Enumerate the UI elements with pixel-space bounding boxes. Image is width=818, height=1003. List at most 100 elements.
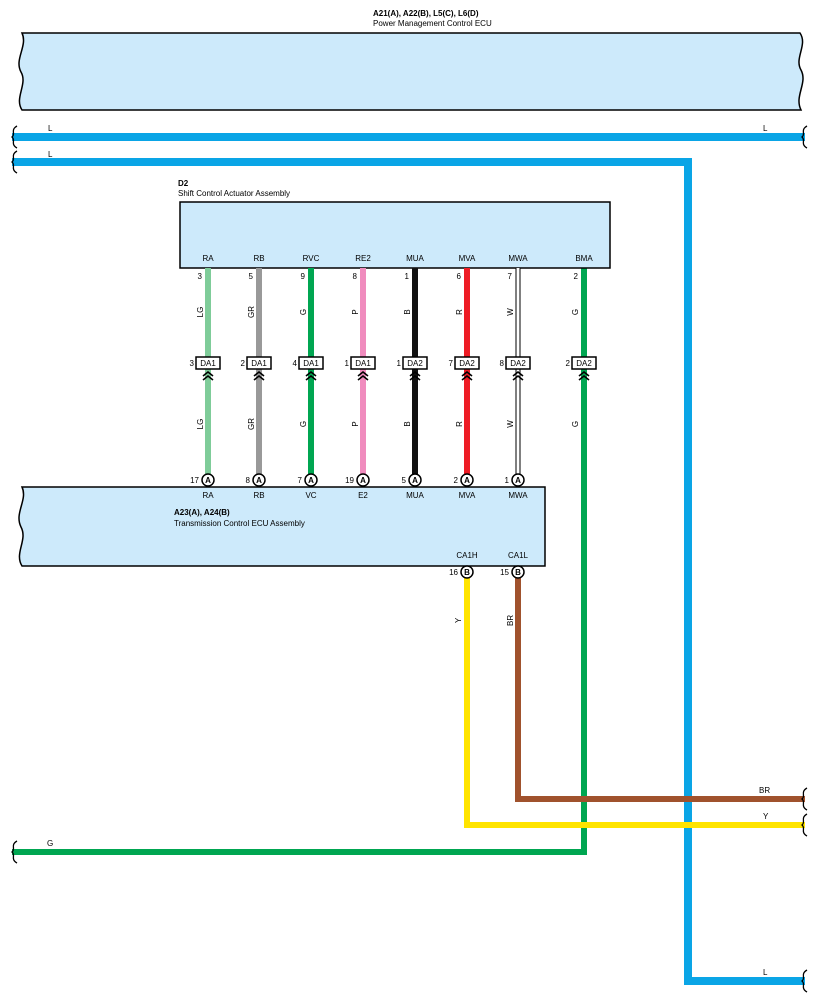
svg-text:DA1: DA1 <box>200 359 216 368</box>
actuator-terminal-re2: RE2 <box>355 254 371 263</box>
svg-text:A: A <box>205 476 211 485</box>
svg-text:DA1: DA1 <box>303 359 319 368</box>
color-code-upper: P <box>351 309 360 314</box>
actuator-code: D2 <box>178 179 189 188</box>
tcu-terminal-mwa: MWA <box>508 491 528 500</box>
tcu-terminal-e2: E2 <box>358 491 368 500</box>
l-bus-wires: L L L L <box>10 124 808 993</box>
actuator-name: Shift Control Actuator Assembly <box>178 189 290 198</box>
l-label-top-left: L <box>48 124 53 133</box>
junction-pin: 2 <box>566 359 571 368</box>
svg-text:DA2: DA2 <box>459 359 475 368</box>
tcu-pin-number: 8 <box>246 476 251 485</box>
svg-text:DA2: DA2 <box>576 359 592 368</box>
tcu-terminal-vc: VC <box>305 491 316 500</box>
junction-pin: 1 <box>345 359 350 368</box>
color-code-upper: B <box>403 309 412 314</box>
can-pin-circle: B <box>460 565 474 579</box>
svg-text:DA2: DA2 <box>510 359 526 368</box>
tcu-pin-circle: A <box>408 473 422 487</box>
shift-control-actuator: D2 Shift Control Actuator Assembly <box>178 179 611 269</box>
color-code-upper: R <box>455 309 464 315</box>
color-code-upper: GR <box>247 306 256 318</box>
junction-connector-da1: DA1 <box>350 356 376 381</box>
g-label-left: G <box>47 839 53 848</box>
color-code-upper: W <box>506 308 515 316</box>
junction-connector-da2: DA2 <box>402 356 428 381</box>
tcu-terminal-ra: RA <box>202 491 214 500</box>
actuator-terminal-mua: MUA <box>406 254 424 263</box>
svg-text:B: B <box>515 568 521 577</box>
tcu-pin-circle: A <box>356 473 370 487</box>
color-code-lower: P <box>351 421 360 426</box>
l-label-top-right: L <box>763 124 768 133</box>
junction-connector-da1: DA1 <box>246 356 272 381</box>
svg-text:DA2: DA2 <box>407 359 423 368</box>
can-l-color-code: BR <box>506 615 515 626</box>
can-signal-name: CA1H <box>456 551 478 560</box>
actuator-terminal-rvc: RVC <box>303 254 320 263</box>
br-label-right: BR <box>759 786 770 795</box>
junction-pin: 2 <box>241 359 246 368</box>
power-management-ecu: A21(A), A22(B), L5(C), L6(D) Power Manag… <box>18 9 804 111</box>
color-code-lower: B <box>403 421 412 426</box>
actuator-terminal-mva: MVA <box>459 254 476 263</box>
color-code-lower: GR <box>247 418 256 430</box>
tcu-pin-circle: A <box>460 473 474 487</box>
l-label-branch-left: L <box>48 150 53 159</box>
can-signal-name: CA1L <box>508 551 529 560</box>
svg-text:DA1: DA1 <box>251 359 267 368</box>
svg-text:B: B <box>464 568 470 577</box>
svg-text:A: A <box>412 476 418 485</box>
actuator-pin-rvc: 9 <box>301 272 306 281</box>
junction-connector-da1: DA1 <box>195 356 221 381</box>
can-pin-circle: B <box>511 565 525 579</box>
actuator-pin-ra: 3 <box>198 272 203 281</box>
tcu-pin-number: 5 <box>402 476 407 485</box>
tcu-terminal-rb: RB <box>253 491 264 500</box>
tcu-pin-number: 7 <box>298 476 303 485</box>
svg-text:DA1: DA1 <box>355 359 371 368</box>
tcu-pin-circle: A <box>304 473 318 487</box>
y-label-right: Y <box>763 812 769 821</box>
color-code-lower: W <box>506 420 515 428</box>
junction-pin: 3 <box>190 359 195 368</box>
color-code-lower: R <box>455 421 464 427</box>
g-bus-wire: G <box>10 268 587 864</box>
color-code-lower: G <box>571 421 580 427</box>
actuator-pin-mua: 1 <box>405 272 410 281</box>
svg-text:A: A <box>360 476 366 485</box>
color-code-upper: G <box>299 309 308 315</box>
signal-wires: RA3LGLGDA13A17RARB5GRGRDA12A8RBRVC9GGDA1… <box>190 254 597 500</box>
junction-pin: 1 <box>397 359 402 368</box>
actuator-terminal-ra: RA <box>202 254 214 263</box>
tcu-pin-number: 17 <box>190 476 199 485</box>
color-code-upper: G <box>571 309 580 315</box>
actuator-pin-re2: 8 <box>353 272 358 281</box>
tcu-terminal-mua: MUA <box>406 491 424 500</box>
actuator-terminal-rb: RB <box>253 254 264 263</box>
svg-text:A: A <box>308 476 314 485</box>
tcu-pin-circle: A <box>252 473 266 487</box>
color-code-lower: G <box>299 421 308 427</box>
pm-ecu-name: Power Management Control ECU <box>373 19 492 28</box>
transmission-control-ecu: A23(A), A24(B) Transmission Control ECU … <box>18 486 546 567</box>
actuator-pin-mwa: 7 <box>508 272 513 281</box>
junction-connector-da2: DA2 <box>571 356 597 381</box>
actuator-pin-rb: 5 <box>249 272 254 281</box>
color-code-upper: LG <box>196 307 205 318</box>
actuator-terminal-bma: BMA <box>575 254 593 263</box>
junction-connector-da2: DA2 <box>505 356 531 381</box>
junction-pin: 4 <box>293 359 298 368</box>
